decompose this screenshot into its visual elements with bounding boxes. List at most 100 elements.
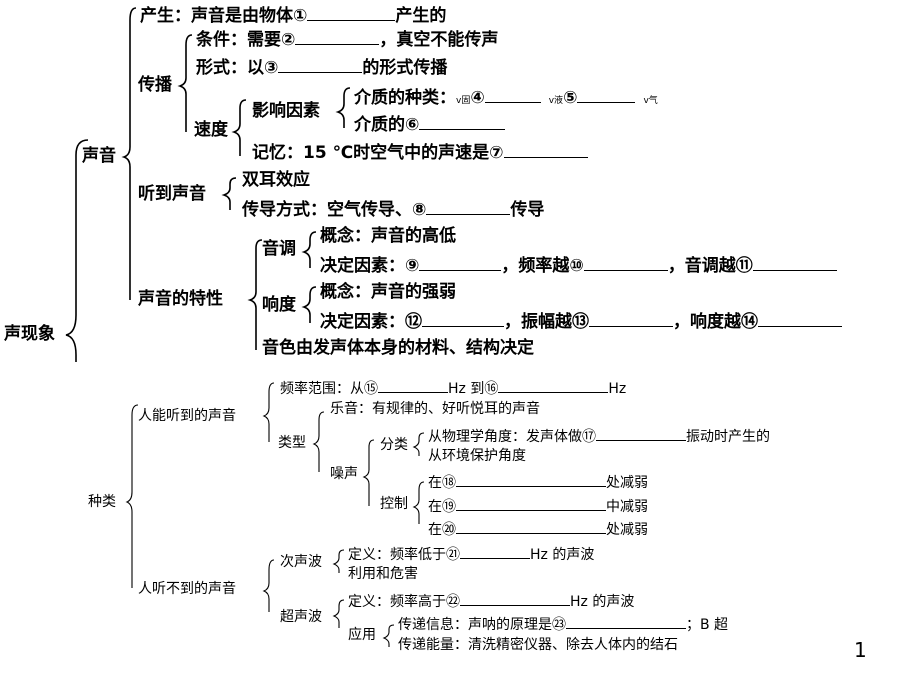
medium-type-line: 介质的种类：v固④ v液⑤ v气 [354,88,658,107]
loudness-concept: 概念：声音的强弱 [320,282,456,302]
info-line: 传递信息：声呐的原理是㉓ ；B 超 [398,614,728,632]
v-liquid: v液 [548,96,564,106]
mark-4: ④ [470,88,485,108]
blank-9[interactable] [419,256,502,271]
node-audible: 人能听到的声音 [138,408,236,424]
music-line: 乐音：有规律的、好听悦耳的声音 [330,401,540,417]
blank-19[interactable] [456,496,606,511]
blank-16[interactable] [498,378,609,393]
blank-10[interactable] [583,256,668,271]
medium-type-label: 介质的种类： [354,88,456,108]
info-b: ；B 超 [686,617,729,633]
ultra-def-line: 定义：频率高于㉒ Hz 的声波 [348,591,634,609]
loudness-factors-line: 决定因素：⑫，振幅越⑬，响度越⑭ [320,312,842,331]
range-c: Hz [608,381,627,397]
node-speed: 速度 [194,120,228,140]
form-tail: 的形式传播 [362,58,448,78]
blank-21[interactable] [460,544,530,559]
medium-temp-line: 介质的⑥ [354,115,506,134]
blank-1[interactable] [307,6,396,21]
node-infrasound: 次声波 [280,554,322,570]
node-application: 应用 [348,627,376,643]
blank-4[interactable] [484,88,541,103]
range-a: 频率范围：从⑮ [280,381,378,397]
blank-23[interactable] [566,614,686,629]
form-label: 形式：以③ [196,58,279,78]
node-characteristics: 声音的特性 [138,289,223,309]
physics-b: 振动时产生的 [686,429,770,445]
node-control: 控制 [380,496,408,512]
environment-line: 从环境保护角度 [428,448,526,464]
blank-3[interactable] [278,58,363,73]
pitch-concept: 概念：声音的高低 [320,226,456,246]
control-19-a: 在⑲ [428,499,456,515]
loudness-factors-c: ，响度越⑭ [673,312,758,332]
blank-2[interactable] [295,30,380,45]
blank-18[interactable] [456,472,606,487]
control-20: 在⑳ 处减弱 [428,519,648,537]
blank-22[interactable] [460,591,570,606]
infra-use: 利用和危害 [348,566,418,582]
pitch-factors-a: 决定因素：⑨ [320,256,420,276]
control-18-b: 处减弱 [606,475,648,491]
root-label: 声现象 [4,324,55,344]
blank-13[interactable] [589,312,673,327]
conduction-tail: 传导 [510,200,545,220]
timbre-line: 音色由发声体本身的材料、结构决定 [262,338,534,358]
blank-7[interactable] [503,143,588,158]
memo-label: 记忆：15 ℃时空气中的声速是⑦ [252,143,504,163]
node-classify: 分类 [380,437,408,453]
node-sound: 声音 [82,146,116,166]
node-kind: 类型 [278,435,306,451]
loudness-factors-a: 决定因素：⑫ [320,312,422,332]
physics-line: 从物理学角度：发声体做⑰ 振动时产生的 [428,426,770,444]
page-number: 1 [854,638,867,662]
node-inaudible: 人听不到的声音 [138,581,236,597]
node-factors: 影响因素 [252,101,320,121]
form-line: 形式：以③ 的形式传播 [196,58,447,77]
ultra-def-a: 定义：频率高于㉒ [348,594,460,610]
node-ultrasound: 超声波 [280,609,322,625]
mark-5: ⑤ [563,88,578,108]
blank-5[interactable] [577,88,636,103]
control-20-a: 在⑳ [428,522,456,538]
physics-a: 从物理学角度：发声体做⑰ [428,429,596,445]
blank-14[interactable] [758,312,842,327]
v-solid: v固 [456,96,471,106]
infra-def-a: 定义：频率低于㉑ [348,547,460,563]
blank-11[interactable] [752,256,837,271]
production-tail: 产生的 [395,6,447,26]
control-18-a: 在⑱ [428,475,456,491]
blank-15[interactable] [378,378,448,393]
infra-def-line: 定义：频率低于㉑ Hz 的声波 [348,544,594,562]
pitch-factors-b: ，频率越⑩ [501,256,584,276]
blank-6[interactable] [419,115,506,130]
range-line: 频率范围：从⑮ Hz 到⑯ Hz [280,378,626,396]
range-b: Hz 到⑯ [448,381,499,397]
binaural-effect: 双耳效应 [242,170,310,190]
condition-tail: ，真空不能传声 [379,30,499,50]
info-a: 传递信息：声呐的原理是㉓ [398,617,566,633]
memo-line: 记忆：15 ℃时空气中的声速是⑦ [252,143,588,162]
blank-12[interactable] [422,312,504,327]
node-noise: 噪声 [330,466,358,482]
control-20-b: 处减弱 [606,522,648,538]
pitch-factors-c: ，音调越⑪ [667,256,753,276]
control-18: 在⑱ 处减弱 [428,472,648,490]
conduction-line: 传导方式：空气传导、⑧ 传导 [242,200,544,219]
blank-8[interactable] [426,200,511,215]
ultra-def-b: Hz 的声波 [570,594,635,610]
condition-line: 条件：需要② ，真空不能传声 [196,30,498,49]
node-pitch: 音调 [262,239,296,259]
infra-def-b: Hz 的声波 [530,547,595,563]
blank-17[interactable] [596,426,686,441]
conduction-label: 传导方式：空气传导、⑧ [242,200,427,220]
v-gas: v气 [643,96,658,106]
condition-label: 条件：需要② [196,30,296,50]
pitch-factors-line: 决定因素：⑨ ，频率越⑩ ，音调越⑪ [320,256,837,275]
node-loudness: 响度 [262,295,296,315]
blank-20[interactable] [456,519,606,534]
